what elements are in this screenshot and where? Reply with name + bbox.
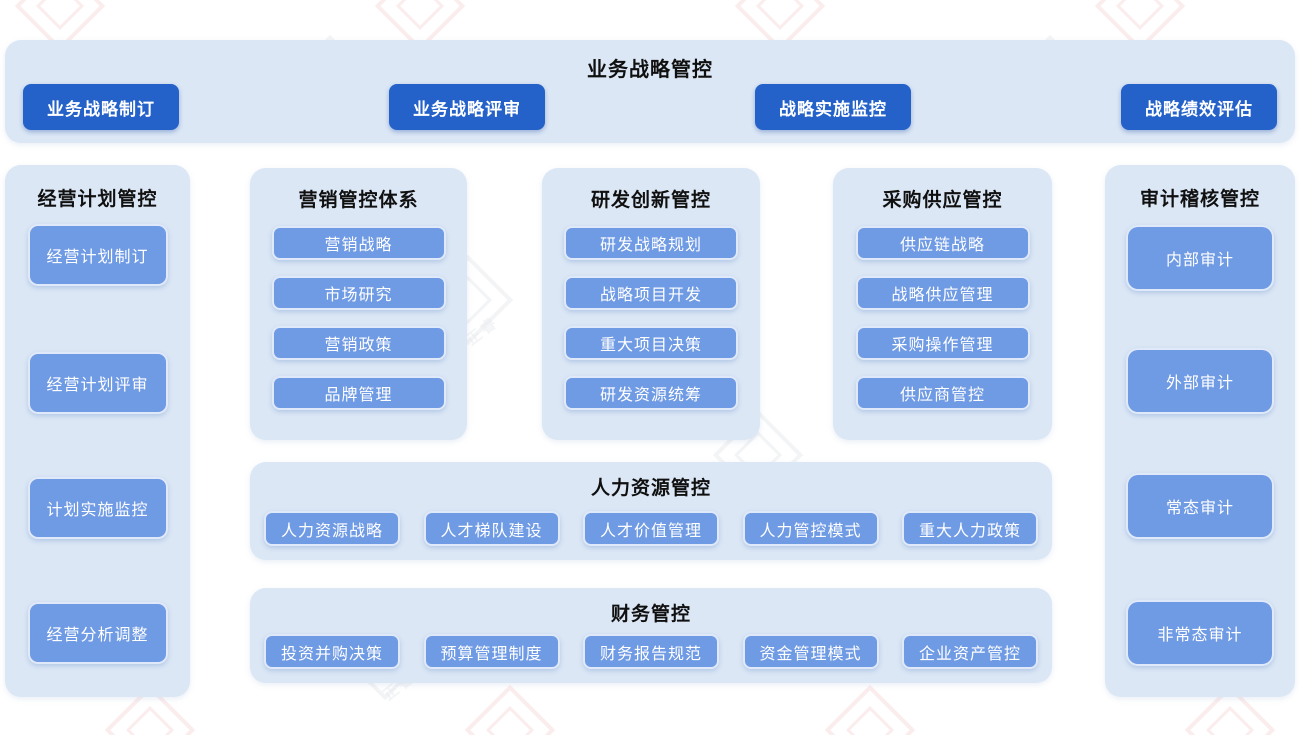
marketing-panel: 营销管控体系 营销战略 市场研究 营销政策 品牌管理 bbox=[250, 168, 467, 440]
btn-major-hr-policy[interactable]: 重大人力政策 bbox=[902, 511, 1038, 546]
btn-hr-strategy[interactable]: 人力资源战略 bbox=[264, 511, 400, 546]
btn-nonroutine-audit[interactable]: 非常态审计 bbox=[1126, 600, 1274, 666]
finance-panel: 财务管控 投资并购决策 预算管理制度 财务报告规范 资金管理模式 企业资产管控 bbox=[250, 588, 1052, 683]
watermark-diamond-logo-icon bbox=[824, 684, 916, 735]
watermark-diamond-logo-icon bbox=[1094, 0, 1186, 52]
watermark-diamond-logo-icon bbox=[464, 684, 556, 735]
procurement-panel: 采购供应管控 供应链战略 战略供应管理 采购操作管理 供应商管控 bbox=[833, 168, 1052, 440]
btn-enterprise-asset-control[interactable]: 企业资产管控 bbox=[902, 634, 1038, 669]
btn-operation-analysis-adjustment[interactable]: 经营分析调整 bbox=[27, 602, 168, 664]
btn-marketing-strategy[interactable]: 营销战略 bbox=[271, 226, 446, 260]
btn-capital-management-model[interactable]: 资金管理模式 bbox=[742, 634, 879, 669]
watermark-diamond-logo-icon bbox=[14, 0, 106, 52]
btn-investment-ma-decision[interactable]: 投资并购决策 bbox=[264, 634, 400, 669]
watermark-diamond-logo-icon bbox=[104, 684, 196, 735]
audit-panel: 审计稽核管控 内部审计 外部审计 常态审计 非常态审计 bbox=[1105, 165, 1295, 697]
btn-strategy-implementation-monitoring[interactable]: 战略实施监控 bbox=[755, 84, 911, 130]
btn-external-audit[interactable]: 外部审计 bbox=[1126, 348, 1274, 414]
btn-strategic-project-development[interactable]: 战略项目开发 bbox=[564, 276, 738, 310]
btn-brand-management[interactable]: 品牌管理 bbox=[271, 376, 446, 410]
marketing-items: 营销战略 市场研究 营销政策 品牌管理 bbox=[250, 226, 467, 410]
rd-innovation-panel: 研发创新管控 研发战略规划 战略项目开发 重大项目决策 研发资源统筹 bbox=[542, 168, 760, 440]
btn-supplier-control[interactable]: 供应商管控 bbox=[855, 376, 1030, 410]
marketing-title: 营销管控体系 bbox=[298, 190, 419, 211]
btn-procurement-operation-management[interactable]: 采购操作管理 bbox=[855, 326, 1030, 360]
btn-financial-report-standard[interactable]: 财务报告规范 bbox=[583, 634, 719, 669]
watermark-diamond-logo-icon bbox=[734, 0, 826, 52]
btn-strategy-formulation[interactable]: 业务战略制订 bbox=[23, 84, 179, 130]
rd-items: 研发战略规划 战略项目开发 重大项目决策 研发资源统筹 bbox=[542, 226, 760, 410]
btn-routine-audit[interactable]: 常态审计 bbox=[1126, 473, 1274, 539]
btn-plan-implementation-monitoring[interactable]: 计划实施监控 bbox=[27, 477, 168, 539]
watermark-text: 正睿 bbox=[463, 313, 503, 350]
btn-budget-management-system[interactable]: 预算管理制度 bbox=[423, 634, 560, 669]
btn-operation-plan-review[interactable]: 经营计划评审 bbox=[27, 352, 168, 414]
btn-internal-audit[interactable]: 内部审计 bbox=[1126, 225, 1274, 291]
banner-button-row: 业务战略制订 业务战略评审 战略实施监控 战略绩效评估 bbox=[23, 84, 1277, 130]
procurement-items: 供应链战略 战略供应管理 采购操作管理 供应商管控 bbox=[833, 226, 1052, 410]
btn-operation-plan-formulation[interactable]: 经营计划制订 bbox=[27, 224, 168, 286]
btn-hr-control-model[interactable]: 人力管控模式 bbox=[742, 511, 879, 546]
procurement-title: 采购供应管控 bbox=[882, 190, 1003, 211]
banner-title: 业务战略管控 bbox=[587, 59, 713, 81]
audit-title: 审计稽核管控 bbox=[1139, 189, 1260, 210]
btn-strategic-supply-management[interactable]: 战略供应管理 bbox=[855, 276, 1030, 310]
hr-items: 人力资源战略 人才梯队建设 人才价值管理 人力管控模式 重大人力政策 bbox=[264, 511, 1038, 546]
btn-talent-pipeline[interactable]: 人才梯队建设 bbox=[423, 511, 560, 546]
hr-panel: 人力资源管控 人力资源战略 人才梯队建设 人才价值管理 人力管控模式 重大人力政… bbox=[250, 462, 1052, 560]
business-strategy-banner: 业务战略管控 业务战略制订 业务战略评审 战略实施监控 战略绩效评估 bbox=[5, 40, 1295, 143]
watermark-diamond-logo-icon bbox=[1184, 684, 1276, 735]
finance-title: 财务管控 bbox=[610, 604, 691, 625]
btn-major-project-decision[interactable]: 重大项目决策 bbox=[564, 326, 738, 360]
watermark-diamond-logo-icon bbox=[374, 0, 466, 52]
btn-marketing-policy[interactable]: 营销政策 bbox=[271, 326, 446, 360]
btn-market-research[interactable]: 市场研究 bbox=[271, 276, 446, 310]
btn-strategy-review[interactable]: 业务战略评审 bbox=[389, 84, 545, 130]
btn-rd-strategy-planning[interactable]: 研发战略规划 bbox=[564, 226, 738, 260]
rd-title: 研发创新管控 bbox=[590, 190, 711, 211]
btn-talent-value-management[interactable]: 人才价值管理 bbox=[583, 511, 719, 546]
btn-rd-resource-coordination[interactable]: 研发资源统筹 bbox=[564, 376, 738, 410]
btn-strategy-performance-evaluation[interactable]: 战略绩效评估 bbox=[1121, 84, 1277, 130]
operation-plan-panel: 经营计划管控 经营计划制订 经营计划评审 计划实施监控 经营分析调整 bbox=[5, 165, 190, 697]
operation-plan-title: 经营计划管控 bbox=[37, 189, 158, 210]
hr-title: 人力资源管控 bbox=[590, 478, 711, 499]
btn-supply-chain-strategy[interactable]: 供应链战略 bbox=[855, 226, 1030, 260]
finance-items: 投资并购决策 预算管理制度 财务报告规范 资金管理模式 企业资产管控 bbox=[264, 634, 1038, 669]
